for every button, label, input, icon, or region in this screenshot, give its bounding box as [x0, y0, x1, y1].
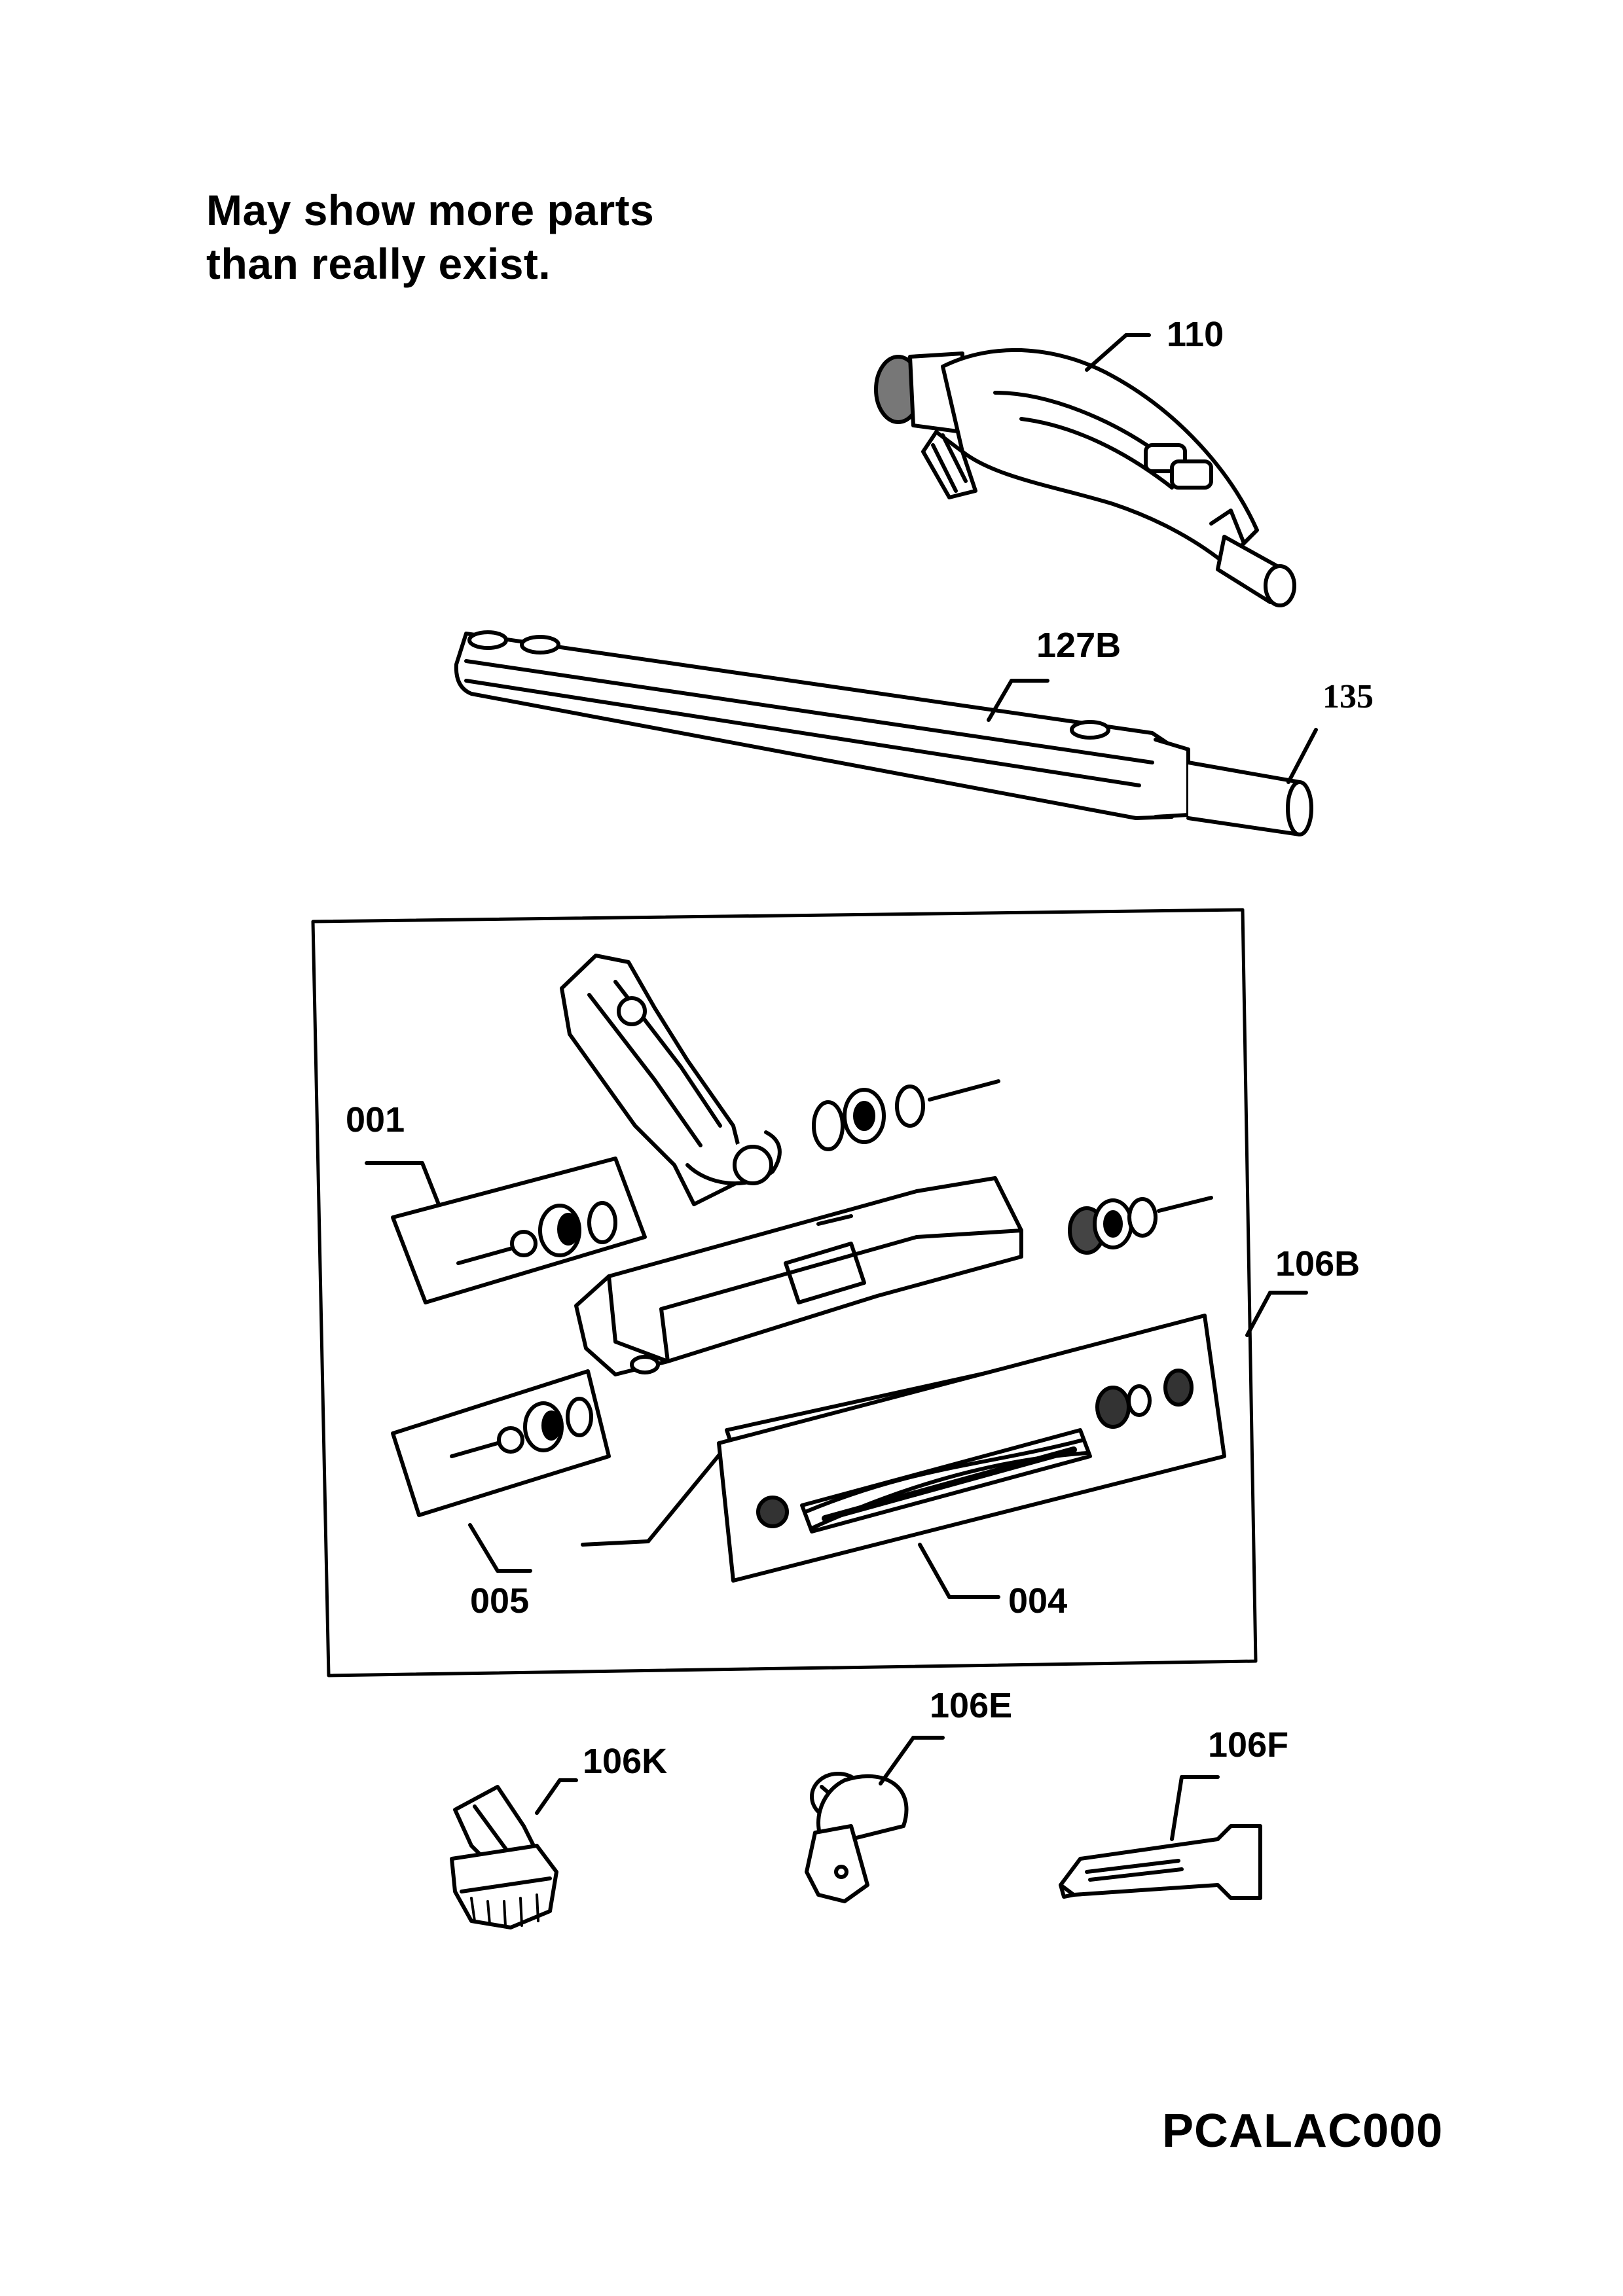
callout-110: 110	[1167, 315, 1224, 354]
axle-right	[1070, 1198, 1211, 1253]
callout-106b: 106B	[1275, 1244, 1360, 1283]
callout-001: 001	[346, 1100, 405, 1139]
header-note: May show more parts than really exist.	[206, 183, 654, 291]
note-line-1: May show more parts	[206, 186, 655, 234]
dusting-tool-part	[807, 1774, 906, 1901]
upholstery-brush-part	[452, 1787, 556, 1928]
diagram-code: PCALAC000	[1162, 2105, 1444, 2157]
callout-106k: 106K	[583, 1742, 668, 1781]
callout-127b: 127B	[1036, 626, 1122, 665]
callout-004: 004	[1008, 1581, 1068, 1621]
callout-106f: 106F	[1208, 1725, 1289, 1765]
crevice-tool-part	[1061, 1826, 1260, 1898]
hose-handle-part	[876, 350, 1294, 605]
wheel-set-front	[458, 1203, 615, 1263]
callout-106e: 106E	[930, 1686, 1013, 1725]
wand-part	[456, 632, 1311, 834]
power-nozzle-box	[313, 910, 1256, 1676]
brush-roll-part	[758, 1371, 1192, 1532]
callout-135: 135	[1322, 678, 1374, 715]
wheel-set-rear	[452, 1399, 591, 1456]
axle-upper	[814, 1081, 998, 1149]
callout-005: 005	[470, 1581, 530, 1621]
power-nozzle-part	[562, 956, 1021, 1374]
note-line-2: than really exist.	[206, 240, 551, 288]
